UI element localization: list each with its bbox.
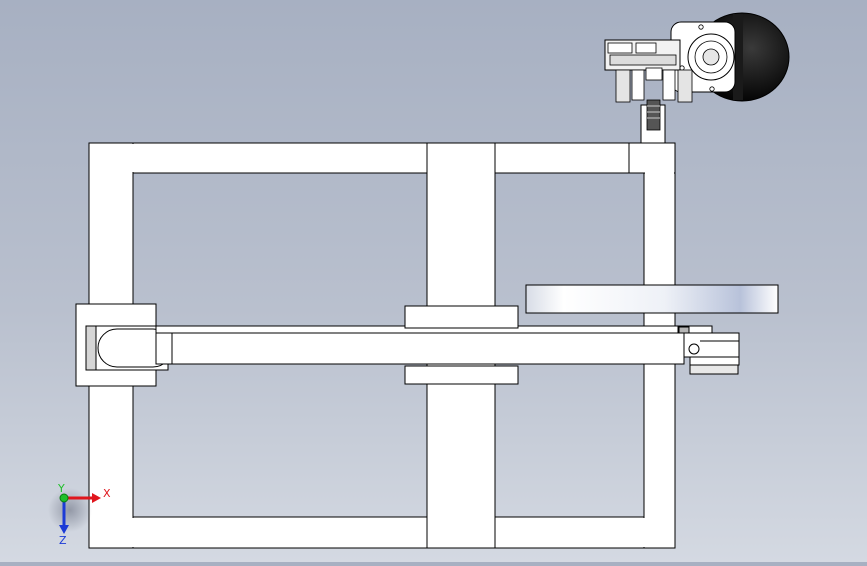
center-clamp-bottom[interactable]: [404, 365, 519, 385]
pulley-wheel[interactable]: [525, 284, 779, 314]
center-clamp-top[interactable]: [404, 305, 519, 329]
y-axis-marker: [59, 493, 69, 503]
connecting-arm[interactable]: [155, 325, 685, 365]
gear-motor[interactable]: [604, 12, 790, 131]
left-bearing-block[interactable]: [75, 303, 173, 387]
output-shaft[interactable]: [646, 99, 661, 131]
center-clamp[interactable]: [404, 305, 519, 385]
z-axis-label: Z: [59, 534, 67, 547]
right-end-linkage[interactable]: [677, 325, 740, 375]
x-axis-label: X: [103, 487, 111, 500]
y-axis-label: Y: [57, 482, 65, 495]
reference-triad[interactable]: X Y Z: [48, 482, 111, 547]
